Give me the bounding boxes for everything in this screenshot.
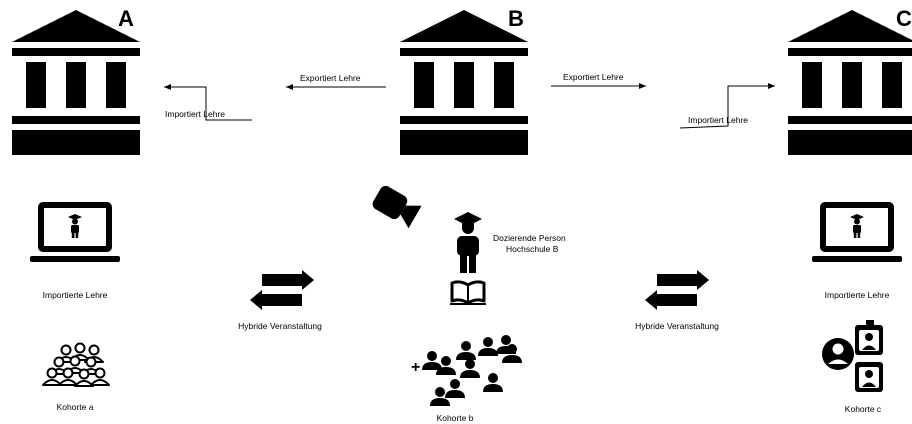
cohort-b-icon: + bbox=[411, 335, 522, 406]
cohort-label-a: Kohorte a bbox=[56, 402, 94, 412]
export-label-b-to-a: Exportiert Lehre bbox=[300, 73, 361, 83]
import-arrow-a bbox=[164, 84, 252, 121]
laptop-icon-a bbox=[30, 202, 120, 262]
university-a-letter: A bbox=[118, 6, 134, 31]
exchange-arrows-icon-right bbox=[645, 270, 709, 310]
laptop-label-c: Importierte Lehre bbox=[824, 290, 890, 300]
university-c-letter: C bbox=[896, 6, 912, 31]
lecturer-label-line1: Dozierende Person bbox=[493, 233, 566, 243]
cohort-c-icon bbox=[822, 320, 883, 392]
svg-text:+: + bbox=[411, 359, 420, 376]
university-b-letter: B bbox=[508, 6, 524, 31]
exchange-arrows-icon-left bbox=[250, 270, 314, 310]
open-book-icon bbox=[450, 280, 486, 305]
laptop-icon-c bbox=[812, 202, 902, 262]
cohort-a-icon bbox=[42, 342, 110, 387]
cohort-label-b: Kohorte b bbox=[436, 413, 474, 423]
cohort-label-c: Kohorte c bbox=[844, 404, 882, 414]
university-b-icon bbox=[400, 10, 528, 155]
lecturer-label-line2: Hochschule B bbox=[506, 244, 559, 254]
hybrid-label-right: Hybride Veranstaltung bbox=[635, 321, 719, 331]
import-label-c: Importiert Lehre bbox=[688, 115, 748, 125]
video-camera-icon bbox=[372, 185, 422, 229]
import-arrow-c bbox=[679, 83, 775, 129]
hybrid-label-left: Hybride Veranstaltung bbox=[238, 321, 322, 331]
import-label-a: Importiert Lehre bbox=[165, 109, 225, 119]
export-label-b-to-c: Exportiert Lehre bbox=[563, 72, 624, 82]
lecturer-icon bbox=[454, 212, 482, 273]
university-a-icon bbox=[12, 10, 140, 155]
laptop-label-a: Importierte Lehre bbox=[42, 290, 108, 300]
university-c-icon bbox=[788, 10, 912, 155]
